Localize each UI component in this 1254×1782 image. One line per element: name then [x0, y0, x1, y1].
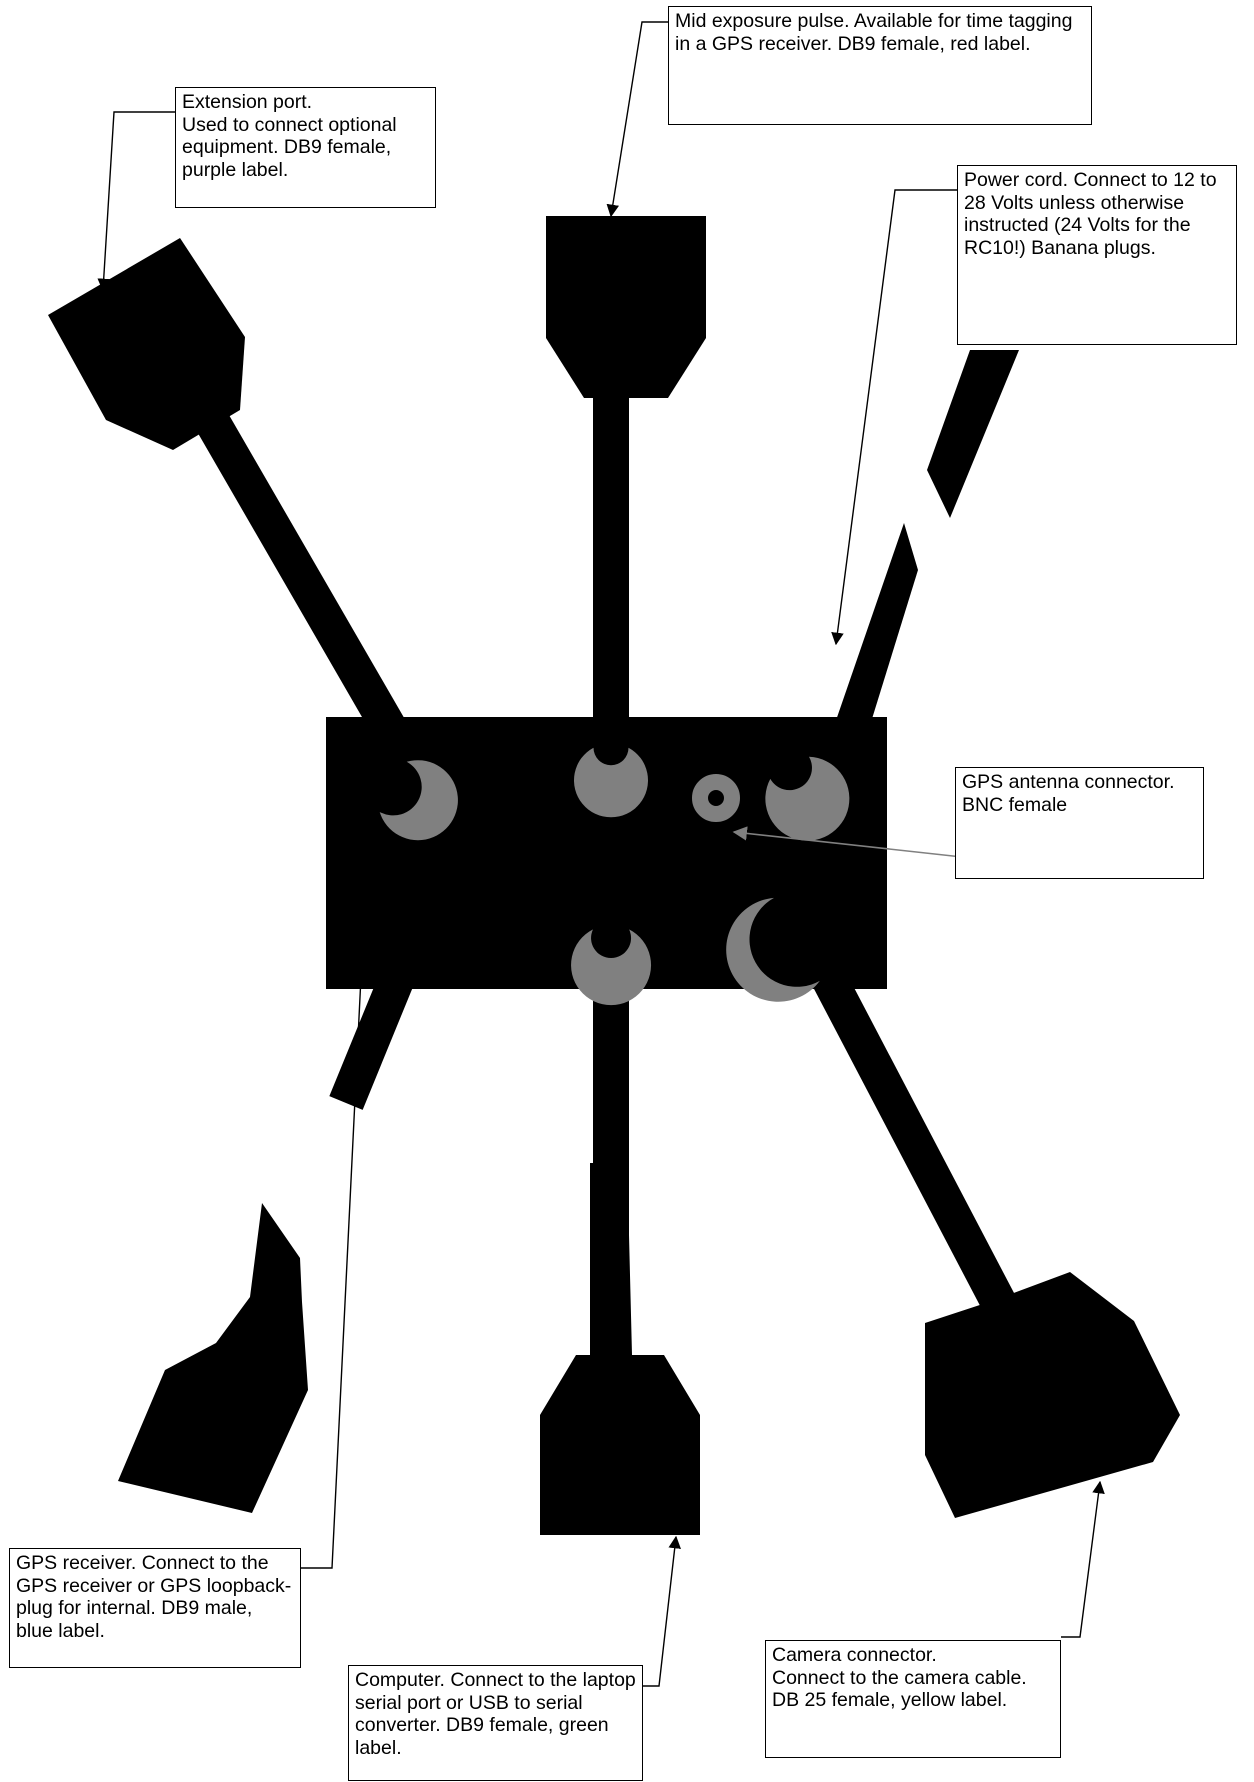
computer-callout: Computer. Connect to the laptop serial p…: [348, 1665, 643, 1781]
sockets: [379, 747, 850, 1006]
camera-plug: [925, 1272, 1180, 1518]
gps-receiver-plug: [118, 1203, 308, 1513]
camera-leader: [1061, 1480, 1105, 1638]
bnc-socket: [692, 774, 740, 822]
power-socket: [765, 756, 850, 841]
control-box: [326, 717, 887, 989]
computer-leader: [643, 1535, 681, 1687]
camera-connector-callout: Camera connector. Connect to the camera …: [765, 1640, 1061, 1758]
power-cord-callout: Power cord. Connect to 12 to 28 Volts un…: [957, 165, 1237, 345]
extension-port-callout: Extension port. Used to connect optional…: [175, 87, 436, 208]
plugs: [48, 216, 1180, 1535]
gps-antenna-callout: GPS antenna connector. BNC female: [955, 767, 1204, 879]
extension-leader: [97, 111, 175, 292]
extension-plug: [48, 238, 245, 450]
mid-exposure-plug: [546, 216, 706, 398]
power-cord-upper: [927, 350, 1019, 518]
mid-exposure-pulse-callout: Mid exposure pulse. Available for time t…: [668, 6, 1092, 125]
mid-exposure-socket: [574, 747, 648, 818]
extension-socket: [379, 760, 458, 841]
leader-lines: [97, 21, 1105, 1687]
mid-exposure-leader: [606, 21, 668, 218]
gps-antenna-leader: [732, 826, 963, 858]
gps-receiver-callout: GPS receiver. Connect to the GPS receive…: [9, 1548, 301, 1668]
gps-receiver-leader: [301, 934, 369, 1569]
power-leader: [831, 189, 957, 646]
computer-socket: [571, 929, 652, 1006]
camera-socket: [726, 897, 820, 1002]
computer-plug: [540, 1163, 700, 1535]
